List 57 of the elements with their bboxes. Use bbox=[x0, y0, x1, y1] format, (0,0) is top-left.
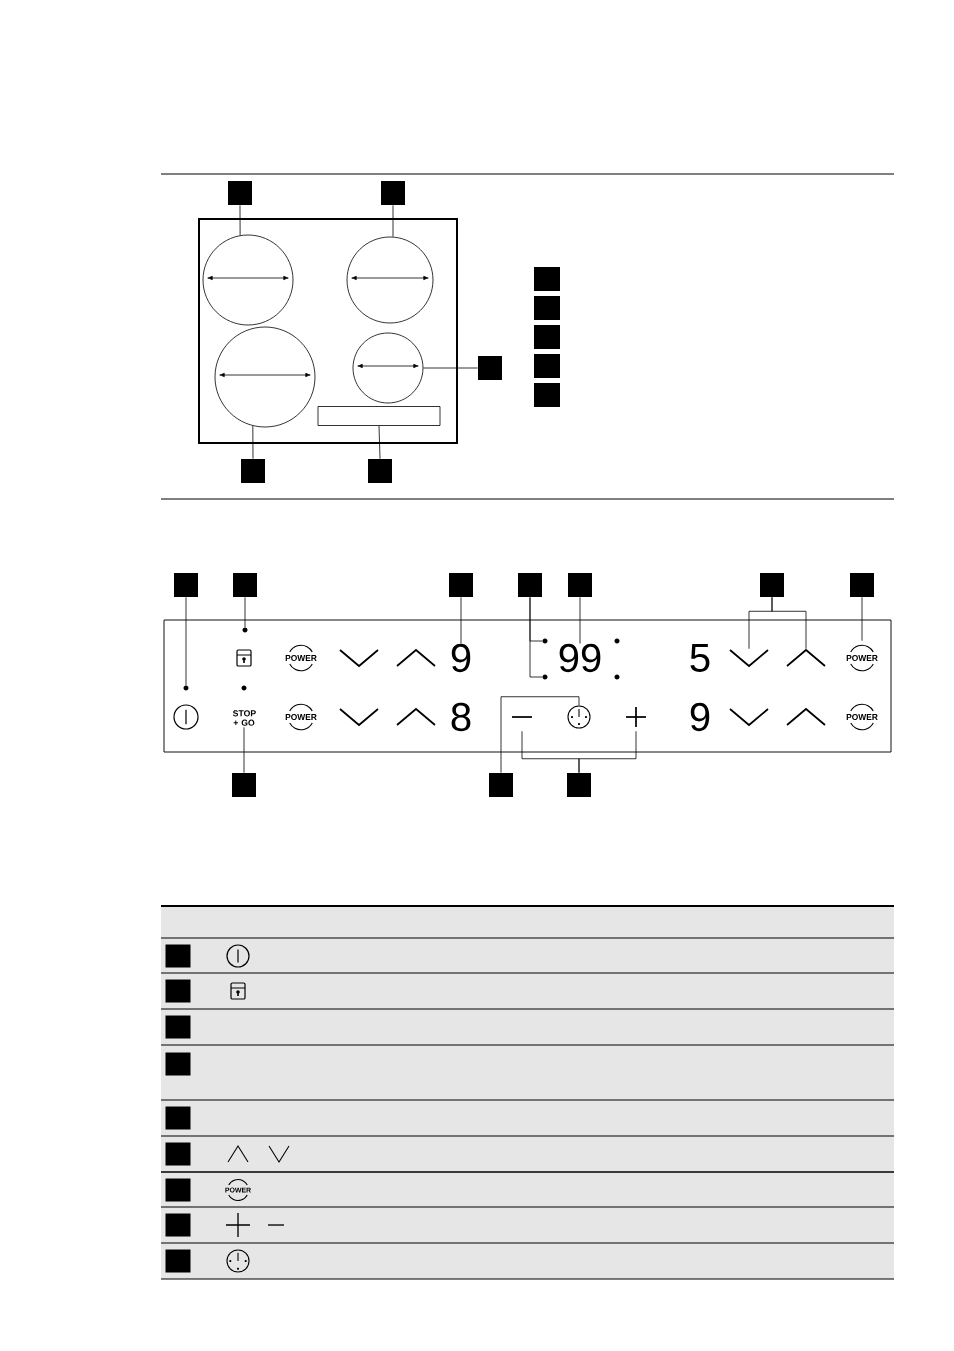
callout-number bbox=[850, 573, 874, 597]
leader-line bbox=[579, 596, 581, 644]
leader-line bbox=[392, 204, 394, 238]
callout-number bbox=[241, 459, 265, 483]
callout-number bbox=[518, 573, 542, 597]
callout-number bbox=[232, 773, 256, 797]
callout-number bbox=[228, 181, 252, 205]
leader-line bbox=[252, 425, 254, 460]
digit-display: 5 bbox=[690, 644, 710, 672]
callout-number bbox=[174, 573, 198, 597]
leader-line bbox=[460, 596, 462, 644]
leader-line bbox=[239, 204, 241, 236]
leader-line bbox=[423, 367, 479, 369]
leader-line bbox=[244, 596, 246, 628]
leader-line bbox=[861, 596, 863, 642]
up-key bbox=[786, 648, 826, 667]
leader-line bbox=[771, 596, 807, 650]
leader-line bbox=[578, 730, 637, 774]
callout-number bbox=[534, 325, 560, 349]
control-panel-strip bbox=[317, 406, 441, 426]
minus-key bbox=[511, 716, 533, 718]
callout-number bbox=[534, 354, 560, 378]
callout-number bbox=[534, 296, 560, 320]
cooking-zone bbox=[202, 234, 294, 326]
cooking-zone bbox=[346, 236, 434, 324]
cooking-zone bbox=[214, 326, 316, 428]
control-panel bbox=[163, 619, 892, 753]
timer-key bbox=[567, 705, 591, 729]
callout-number bbox=[233, 573, 257, 597]
callout-number bbox=[478, 356, 502, 380]
digit-display: 8 bbox=[451, 702, 471, 732]
digit-display: 9 bbox=[451, 643, 471, 673]
power-key: POWER bbox=[285, 644, 317, 672]
digit-display: 9 bbox=[690, 702, 710, 732]
digit-display: 99 bbox=[559, 643, 601, 673]
callout-number bbox=[368, 459, 392, 483]
power-key: POWER bbox=[285, 703, 317, 731]
callout-number bbox=[489, 773, 513, 797]
down-key bbox=[729, 649, 769, 668]
cooking-zone bbox=[352, 332, 424, 404]
callout-number bbox=[534, 383, 560, 407]
hob-outline bbox=[198, 218, 458, 444]
callout-number bbox=[567, 773, 591, 797]
callout-number bbox=[568, 573, 592, 597]
power-key: POWER bbox=[846, 703, 878, 731]
callout-number bbox=[449, 573, 473, 597]
power-key: POWER bbox=[846, 644, 878, 672]
callout-number bbox=[534, 267, 560, 291]
leader-line bbox=[185, 596, 187, 686]
stop-go-key: STOP + GO bbox=[232, 710, 256, 726]
leader-line bbox=[529, 596, 543, 678]
callout-number bbox=[381, 181, 405, 205]
leader-line bbox=[243, 726, 245, 774]
plus-key bbox=[625, 706, 647, 728]
callout-number bbox=[760, 573, 784, 597]
leader-line bbox=[378, 425, 381, 460]
leader-line bbox=[500, 696, 580, 774]
